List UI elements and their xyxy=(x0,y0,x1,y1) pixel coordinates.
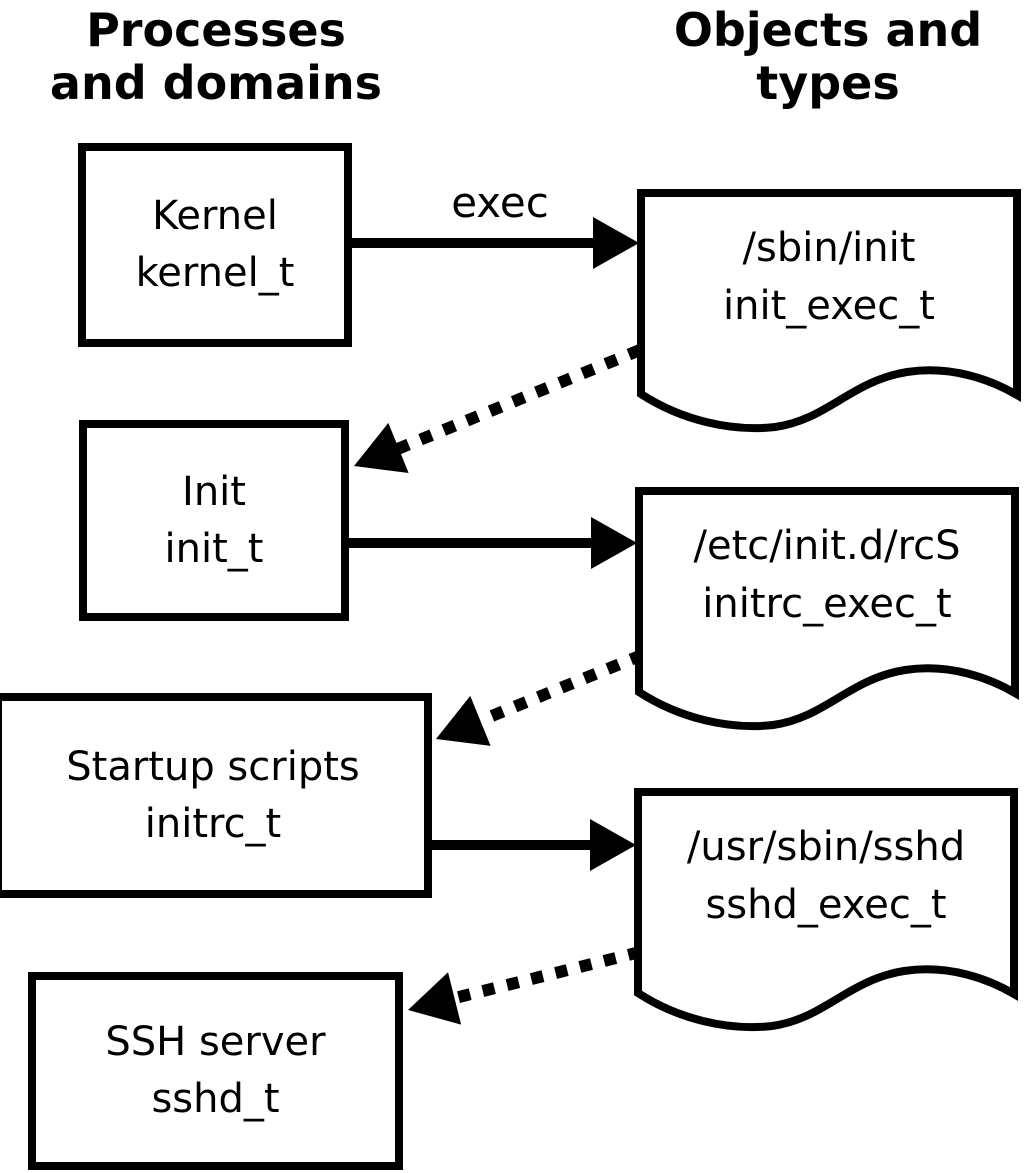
column-header-processes: Processes and domains xyxy=(49,3,383,110)
object-text: /usr/sbin/sshd sshd_exec_t xyxy=(634,818,1018,934)
arrowhead-icon xyxy=(408,972,462,1025)
transition-arrow-sshd-to-ssh-server xyxy=(408,946,642,1025)
process-label: Init xyxy=(182,468,246,515)
object-doc-etc-initd-rcs: /etc/init.d/rcS initrc_exec_t xyxy=(635,487,1019,735)
object-path: /etc/init.d/rcS xyxy=(693,523,961,569)
object-type: init_exec_t xyxy=(723,283,935,329)
document-outline xyxy=(635,487,1019,731)
process-box-init: Init init_t xyxy=(79,420,349,621)
process-label: SSH server xyxy=(105,1019,326,1065)
document-shape-icon xyxy=(635,487,1019,731)
transition-arrow-sbin-init-to-init xyxy=(354,344,643,473)
process-type: sshd_t xyxy=(151,1076,280,1122)
arrow-shaft-dotted xyxy=(474,649,645,728)
object-doc-usr-sbin-sshd: /usr/sbin/sshd sshd_exec_t xyxy=(634,788,1018,1036)
process-label: Startup scripts xyxy=(66,743,360,790)
document-outline xyxy=(637,189,1021,433)
document-shape-icon xyxy=(637,189,1021,433)
process-type: init_t xyxy=(164,525,264,572)
arrow-shaft-dotted xyxy=(449,946,642,1005)
object-text: /etc/init.d/rcS initrc_exec_t xyxy=(635,517,1019,633)
process-box-ssh-server: SSH server sshd_t xyxy=(28,972,403,1170)
document-outline xyxy=(634,788,1018,1032)
arrowhead-icon xyxy=(354,422,409,473)
object-path: /usr/sbin/sshd xyxy=(686,824,966,870)
process-type: initrc_t xyxy=(144,800,282,847)
exec-arrow-kernel-to-sbin-init xyxy=(350,217,639,269)
object-text: /sbin/init init_exec_t xyxy=(637,219,1021,335)
document-shape-icon xyxy=(634,788,1018,1032)
arrowhead-icon xyxy=(436,695,491,746)
arrowhead-icon xyxy=(593,217,639,269)
exec-arrow-init-to-rcs xyxy=(348,517,637,569)
object-type: initrc_exec_t xyxy=(702,581,952,627)
transition-arrow-rcs-to-startup-scripts xyxy=(436,649,645,746)
object-path: /sbin/init xyxy=(742,225,916,271)
exec-arrow-startup-scripts-to-sshd xyxy=(430,819,636,871)
process-box-startup-scripts: Startup scripts initrc_t xyxy=(0,693,432,898)
arrow-shaft-dotted xyxy=(392,344,643,456)
arrowhead-icon xyxy=(590,819,636,871)
column-header-objects: Objects and types xyxy=(673,3,983,110)
process-label: Kernel xyxy=(152,193,278,239)
object-doc-sbin-init: /sbin/init init_exec_t xyxy=(637,189,1021,437)
object-type: sshd_exec_t xyxy=(705,882,947,928)
exec-edge-label: exec xyxy=(451,178,549,227)
process-box-kernel: Kernel kernel_t xyxy=(78,143,352,347)
process-type: kernel_t xyxy=(135,250,295,296)
arrowhead-icon xyxy=(591,517,637,569)
